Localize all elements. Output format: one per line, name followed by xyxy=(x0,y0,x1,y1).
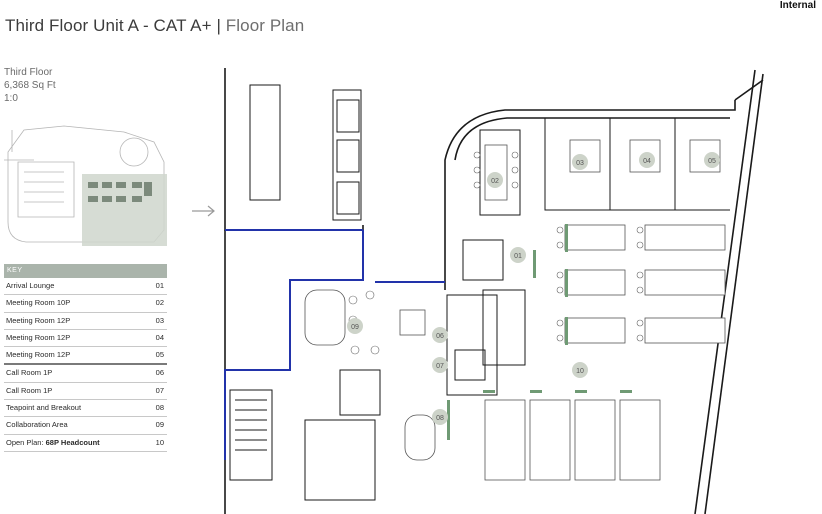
key-label: Teapoint and Breakout xyxy=(6,403,82,413)
room-label-09: 09 xyxy=(347,318,363,334)
key-label: Call Room 1P xyxy=(6,368,53,378)
key-label-bold: 68P Headcount xyxy=(45,437,100,447)
key-row: Meeting Room 12P 05 xyxy=(4,347,167,366)
planters xyxy=(447,224,632,440)
room-label-08: 08 xyxy=(432,409,448,425)
room-label-text: 04 xyxy=(643,158,651,165)
key-row: Call Room 1P 06 xyxy=(4,365,167,383)
room-label-07: 07 xyxy=(432,357,448,373)
floor-ratio: 1:0 xyxy=(4,93,18,104)
key-number: 06 xyxy=(155,368,164,378)
furniture xyxy=(304,139,726,481)
key-label: Arrival Lounge xyxy=(6,281,55,290)
room-label-10: 10 xyxy=(572,362,588,378)
key-label: Meeting Room 12P xyxy=(6,332,71,342)
key-number: 08 xyxy=(155,403,164,413)
title-sub: Floor Plan xyxy=(225,16,305,35)
key-row: Meeting Room 12P 03 xyxy=(4,313,167,330)
key-number: 10 xyxy=(155,437,164,447)
title-main: Third Floor Unit A - CAT A+ xyxy=(5,16,212,35)
room-label-text: 02 xyxy=(491,178,499,185)
key-row: Meeting Room 10P 02 xyxy=(4,295,167,313)
room-label-text: 09 xyxy=(351,324,359,331)
room-label-text: 03 xyxy=(576,160,584,167)
floor-name: Third Floor xyxy=(4,67,53,78)
key-number: 03 xyxy=(155,315,164,325)
key-number: 07 xyxy=(155,385,164,395)
arrow-right-icon xyxy=(192,205,215,217)
key-number: 02 xyxy=(155,298,164,308)
key-row: Meeting Room 12P 04 xyxy=(4,330,167,348)
room-label-text: 10 xyxy=(576,368,584,375)
chairs xyxy=(348,151,644,355)
room-label-text: 08 xyxy=(436,415,444,422)
key-label: Open Plan: 68P Headcount xyxy=(6,435,100,451)
key-row: Open Plan: 68P Headcount 10 xyxy=(4,435,167,452)
room-label-02: 02 xyxy=(487,172,503,188)
key-label: Meeting Room 12P xyxy=(6,315,71,325)
room-label-05: 05 xyxy=(704,152,720,168)
key-label: Call Room 1P xyxy=(6,385,53,395)
room-labels: 01 02 03 04 05 06 07 08 09 10 xyxy=(347,152,720,425)
floor-info: Third Floor 6,368 Sq Ft 1:0 xyxy=(4,66,56,105)
key-number: 01 xyxy=(155,281,164,290)
key-number: 09 xyxy=(155,420,164,430)
key-row: Collaboration Area 09 xyxy=(4,417,167,435)
room-label-03: 03 xyxy=(572,154,588,170)
key-row: Call Room 1P 07 xyxy=(4,383,167,401)
key-label: Meeting Room 12P xyxy=(6,350,71,360)
key-label: Collaboration Area xyxy=(6,420,68,430)
page-title: Third Floor Unit A - CAT A+ | Floor Plan xyxy=(5,16,304,36)
room-label-04: 04 xyxy=(639,152,655,168)
floor-area: 6,368 Sq Ft xyxy=(4,80,56,91)
room-label-01: 01 xyxy=(510,247,526,263)
meeting-rooms xyxy=(446,118,730,396)
key-header: KEY xyxy=(4,264,167,278)
demise-line xyxy=(224,229,445,460)
key-label: Meeting Room 10P xyxy=(6,298,71,308)
key-number: 04 xyxy=(155,332,164,342)
room-label-text: 06 xyxy=(436,333,444,340)
key-row: Arrival Lounge 01 xyxy=(4,278,167,296)
floor-plan: 01 02 03 04 05 06 07 08 09 10 xyxy=(224,68,764,514)
key-row: Teapoint and Breakout 08 xyxy=(4,400,167,418)
room-label-06: 06 xyxy=(432,327,448,343)
title-separator: | xyxy=(211,16,226,35)
key-number: 05 xyxy=(155,350,164,360)
room-label-text: 07 xyxy=(436,363,444,370)
key-label-prefix: Open Plan: xyxy=(6,437,46,447)
room-label-text: 05 xyxy=(708,158,716,165)
floor-overview-thumbnail xyxy=(4,125,167,246)
room-label-text: 01 xyxy=(514,253,522,260)
internal-badge: Internal xyxy=(779,0,816,11)
lift-core xyxy=(229,84,504,501)
